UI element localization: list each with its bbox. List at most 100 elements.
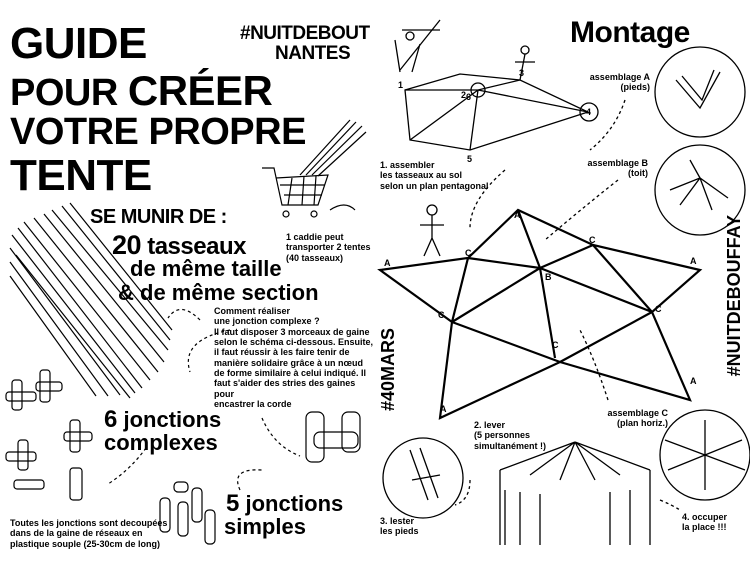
simples-count: 5 bbox=[226, 490, 240, 517]
title-tente: TENTE bbox=[10, 151, 152, 200]
jonction-title-word: réaliser bbox=[258, 306, 291, 316]
assemblage-b-line: (toit) bbox=[628, 168, 648, 179]
step1-line: 1. assembler bbox=[380, 160, 435, 170]
plan-number-4: 4 bbox=[586, 107, 591, 117]
step2-line: (5 personnes bbox=[474, 430, 531, 441]
tent-frame-illustration bbox=[377, 208, 703, 420]
step4-line: la place !!! bbox=[682, 522, 727, 533]
jonction-text-line: selon le schéma ci-dessous. Ensuite, bbox=[214, 337, 374, 348]
tasseaux-word: tasseaux bbox=[147, 233, 246, 260]
jonction-text-line: manière solidaire grâce à un nœud bbox=[214, 357, 364, 368]
title-creer: CRÉER bbox=[127, 67, 273, 114]
frame-label-a: A bbox=[690, 256, 697, 266]
frame-label-c: C bbox=[465, 248, 472, 258]
frame-label-a: A bbox=[440, 404, 447, 414]
step3-line: les pieds bbox=[380, 526, 419, 537]
assemblage-a-line: (pieds) bbox=[620, 82, 650, 93]
step4-line: 4. occuper bbox=[682, 512, 728, 522]
assemblage-a-label: assemblage A (pieds) bbox=[580, 72, 650, 93]
simples-word: jonctions bbox=[245, 491, 344, 516]
tasseaux-line3: & de même section bbox=[118, 280, 319, 305]
plan-number-6: 6 bbox=[466, 92, 471, 102]
complex-junctions-illustration bbox=[5, 369, 93, 501]
gaine-schema-illustration bbox=[305, 411, 361, 463]
plan-number-2: 2 bbox=[461, 90, 466, 100]
title-guide: GUIDE bbox=[10, 19, 147, 68]
step2-line: simultanément !) bbox=[474, 440, 547, 451]
complexes-count: 6 bbox=[104, 406, 118, 433]
title-pour-word: POUR bbox=[10, 72, 118, 114]
frame-label-a: A bbox=[690, 376, 697, 386]
frame-label-a: A bbox=[384, 258, 391, 268]
detail-c-illustration bbox=[659, 409, 750, 501]
plan-number-1: 1 bbox=[398, 80, 403, 90]
assemblage-b-line: assemblage B bbox=[587, 158, 648, 168]
person-illustration bbox=[420, 204, 444, 257]
simples-line1: 5 jonctions bbox=[226, 490, 343, 518]
complexes-word: jonctions bbox=[123, 407, 222, 432]
detail-b-illustration bbox=[654, 144, 746, 236]
jonction-title-word: Comment bbox=[214, 306, 256, 316]
ground-plan-illustration bbox=[394, 19, 599, 151]
footer-line: Toutes les jonctions sont decoupées bbox=[10, 518, 168, 528]
footer-note: Toutes les jonctions sont decoupées dans… bbox=[10, 518, 167, 549]
frame-label-a: A bbox=[514, 210, 521, 220]
step4-label: 4. occuper la place !!! bbox=[682, 512, 727, 533]
hashtag-nuitdebout: #NUITDEBOUT bbox=[240, 23, 370, 44]
hashtag-nantes: NANTES bbox=[275, 43, 351, 64]
plan-number-3: 3 bbox=[519, 68, 524, 78]
tasseaux-line2: de même taille bbox=[130, 256, 282, 281]
jonction-title: Comment réaliser bbox=[214, 306, 374, 316]
footer-line: dans de la gaine de réseaux en bbox=[10, 528, 143, 539]
caddie-note-line: transporter 2 tentes bbox=[286, 242, 371, 253]
caddie-note: 1 caddie peut transporter 2 tentes (40 t… bbox=[286, 232, 371, 263]
frame-label-b: B bbox=[545, 272, 552, 282]
title-votre-propre: VOTRE PROPRE bbox=[10, 111, 306, 153]
assemblage-c-label: assemblage C (plan horiz.) bbox=[588, 408, 668, 429]
frame-label-c: C bbox=[589, 235, 596, 245]
caddie-note-line: (40 tasseaux) bbox=[286, 252, 344, 263]
left-drawings bbox=[5, 119, 367, 545]
se-munir-heading: SE MUNIR DE : bbox=[90, 206, 227, 228]
raised-tent-illustration bbox=[499, 441, 651, 545]
jonction-text-line: de forme similaire à celui indiqué. Il bbox=[214, 368, 367, 379]
step2-label: 2. lever (5 personnes simultanément !) bbox=[474, 420, 546, 451]
caddie-note-line: 1 caddie peut bbox=[286, 232, 344, 242]
step2-line: 2. lever bbox=[474, 420, 506, 430]
step3-line: 3. lester bbox=[380, 516, 415, 526]
jonction-text-line: encastrer la corde bbox=[214, 399, 292, 410]
simples-line2: simples bbox=[224, 514, 306, 539]
detail-lester-illustration bbox=[382, 437, 464, 519]
complexes-line2: complexes bbox=[104, 430, 218, 455]
jonction-text-line: Il faut disposer 3 morceaux de gaine bbox=[214, 326, 370, 337]
jonction-explanation: Comment réaliser une jonction complexe ?… bbox=[214, 306, 374, 409]
footer-line: plastique souple (25-30cm de long) bbox=[10, 538, 161, 549]
sticks-bundle-illustration bbox=[9, 202, 173, 399]
step1-line: les tasseaux au sol bbox=[380, 170, 463, 181]
assemblage-c-line: assemblage C bbox=[607, 408, 668, 418]
plan-number-5: 5 bbox=[467, 154, 472, 164]
frame-label-c: C bbox=[438, 310, 445, 320]
assemblage-c-line: (plan horiz.) bbox=[617, 418, 668, 429]
assemblage-a-line: assemblage A bbox=[589, 72, 650, 82]
shopping-cart-illustration bbox=[262, 119, 367, 218]
jonction-text-line: faut s'aider des stries des gaines pour bbox=[214, 378, 356, 399]
tasseaux-count: 20 bbox=[112, 230, 142, 260]
montage-title: Montage bbox=[570, 16, 690, 49]
assemblage-b-label: assemblage B (toit) bbox=[578, 158, 648, 179]
jonction-title-word: jonction bbox=[232, 316, 268, 327]
step1-line: selon un plan pentagonal bbox=[380, 180, 489, 191]
step1-label: 1. assembler les tasseaux au sol selon u… bbox=[380, 160, 489, 191]
title-pour: POUR CRÉER bbox=[10, 67, 273, 114]
tasseaux-line1: 20 tasseaux bbox=[112, 232, 246, 259]
jonction-title-word: complexe ? bbox=[270, 316, 320, 327]
jonction-title-2: une jonction complexe ? bbox=[214, 316, 374, 326]
frame-label-c: C bbox=[655, 304, 662, 314]
frame-label-c: C bbox=[552, 340, 559, 350]
step3-label: 3. lester les pieds bbox=[380, 516, 419, 537]
simple-junctions-illustration bbox=[159, 481, 216, 545]
complexes-line1: 6 jonctions bbox=[104, 406, 221, 434]
detail-a-illustration bbox=[654, 46, 746, 138]
jonction-text-line: il faut réussir à les faire tenir de bbox=[214, 347, 350, 358]
